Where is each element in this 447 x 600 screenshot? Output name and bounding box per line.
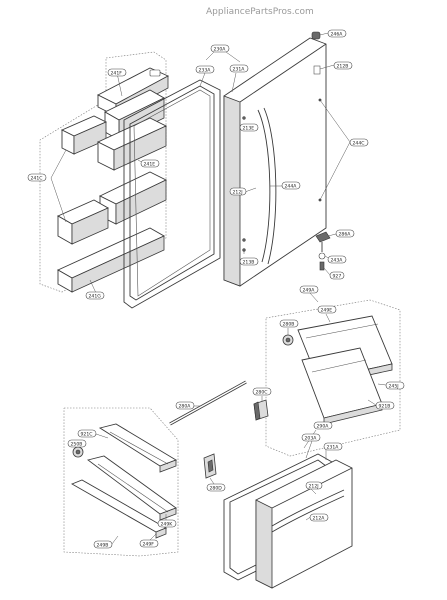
roller-280b[interactable] xyxy=(282,334,294,346)
svg-text:249B: 249B xyxy=(97,542,109,548)
callout-280c: 280C xyxy=(252,387,272,401)
svg-text:290A: 290A xyxy=(317,423,330,429)
callout-241f: 241F xyxy=(107,68,127,97)
rail-921c[interactable] xyxy=(98,423,178,473)
callout-249k: 249K xyxy=(157,514,177,528)
svg-text:280C: 280C xyxy=(256,389,268,395)
svg-text:241G: 241G xyxy=(89,293,102,299)
svg-text:233A: 233A xyxy=(199,67,212,73)
rod-280a[interactable] xyxy=(169,380,247,426)
callout-249f: 249F xyxy=(139,533,159,548)
callout-249e: 249E xyxy=(317,305,337,323)
svg-text:249F: 249F xyxy=(143,541,155,547)
svg-text:213E: 213E xyxy=(243,125,255,131)
door-bin-lower-right[interactable] xyxy=(98,171,168,225)
svg-text:286A: 286A xyxy=(339,231,352,237)
rail-assembly-left-group: 921C 250B 249K 249B 249F xyxy=(63,407,179,557)
callout-244a: 244A xyxy=(270,181,301,189)
callout-927: 927 xyxy=(323,267,345,280)
roller-250b[interactable] xyxy=(72,446,84,458)
rail-245j[interactable] xyxy=(301,347,383,425)
svg-text:231A: 231A xyxy=(327,444,340,450)
svg-text:921C: 921C xyxy=(81,431,93,437)
callout-241g: 241G xyxy=(85,279,105,300)
rail-assembly-right-group: 249A 249E 280B 245J xyxy=(265,285,405,457)
svg-text:230A: 230A xyxy=(214,46,227,52)
door-bin-241e[interactable] xyxy=(96,117,168,171)
callout-246a: 246A xyxy=(319,29,347,38)
fresh-food-door[interactable] xyxy=(223,31,327,287)
door-bin-241g[interactable] xyxy=(57,227,165,293)
callout-212b: 212B xyxy=(319,61,353,69)
callout-230a: 230A xyxy=(205,44,241,63)
svg-text:212B: 212B xyxy=(337,63,349,69)
svg-text:927: 927 xyxy=(333,273,342,279)
rail-249k[interactable] xyxy=(86,455,177,521)
watermark-text: AppliancePartsPros.com xyxy=(206,7,314,17)
callout-243a: 243A xyxy=(324,255,347,264)
clip-280c[interactable] xyxy=(253,399,269,421)
callout-241e: 241E xyxy=(137,159,160,167)
callout-280d: 280D xyxy=(206,477,226,492)
callout-250b: 250B xyxy=(67,439,87,448)
callout-286a: 286A xyxy=(327,229,355,237)
callout-921b: 921B xyxy=(367,399,395,410)
callout-280a: 280A xyxy=(175,401,200,410)
callout-203a: 203A xyxy=(301,433,321,459)
svg-text:280A: 280A xyxy=(179,403,192,409)
svg-text:212A: 212A xyxy=(313,515,326,521)
svg-text:921B: 921B xyxy=(379,403,391,409)
svg-text:241E: 241E xyxy=(144,161,156,167)
svg-text:203A: 203A xyxy=(305,435,318,441)
callout-212a: 212A xyxy=(305,513,329,522)
callout-212j: 212J xyxy=(229,187,257,195)
freezer-door[interactable] xyxy=(255,459,353,589)
door-bin-241c[interactable] xyxy=(57,199,109,245)
callout-212j-lower: 212J xyxy=(305,481,323,495)
callout-231a: 231A xyxy=(229,64,249,93)
lower-hinge-assembly[interactable] xyxy=(315,231,331,271)
svg-text:243A: 243A xyxy=(331,257,344,263)
svg-text:249A: 249A xyxy=(303,287,316,293)
svg-text:244C: 244C xyxy=(353,140,365,146)
callout-233a: 233A xyxy=(195,65,215,87)
svg-text:241F: 241F xyxy=(111,70,123,76)
callout-245j: 245J xyxy=(377,381,405,390)
door-bins-group: 241F 241E 241C 241G xyxy=(27,51,170,300)
callout-231a-lower: 231A xyxy=(323,442,343,460)
svg-text:245J: 245J xyxy=(389,383,399,389)
callout-244c: 244C xyxy=(319,99,369,201)
rail-249f[interactable] xyxy=(70,479,168,539)
svg-text:231A: 231A xyxy=(233,66,246,72)
svg-text:249K: 249K xyxy=(161,521,174,527)
svg-text:212J: 212J xyxy=(309,483,319,489)
callout-241c: 241C xyxy=(27,149,67,223)
svg-text:212J: 212J xyxy=(233,189,243,195)
bracket-280d[interactable] xyxy=(203,453,217,479)
callout-213e: 213E xyxy=(239,123,259,131)
svg-text:280B: 280B xyxy=(283,321,295,327)
svg-text:250B: 250B xyxy=(71,441,83,447)
svg-text:241C: 241C xyxy=(31,175,43,181)
callout-280b: 280B xyxy=(279,319,299,335)
svg-text:213B: 213B xyxy=(243,259,255,265)
callout-249b: 249B xyxy=(93,535,119,549)
callout-921c: 921C xyxy=(77,429,109,439)
callout-213b: 213B xyxy=(239,250,259,266)
svg-text:246A: 246A xyxy=(331,31,344,37)
svg-text:244A: 244A xyxy=(285,183,298,189)
svg-text:249E: 249E xyxy=(321,307,333,313)
svg-text:280D: 280D xyxy=(210,485,223,491)
